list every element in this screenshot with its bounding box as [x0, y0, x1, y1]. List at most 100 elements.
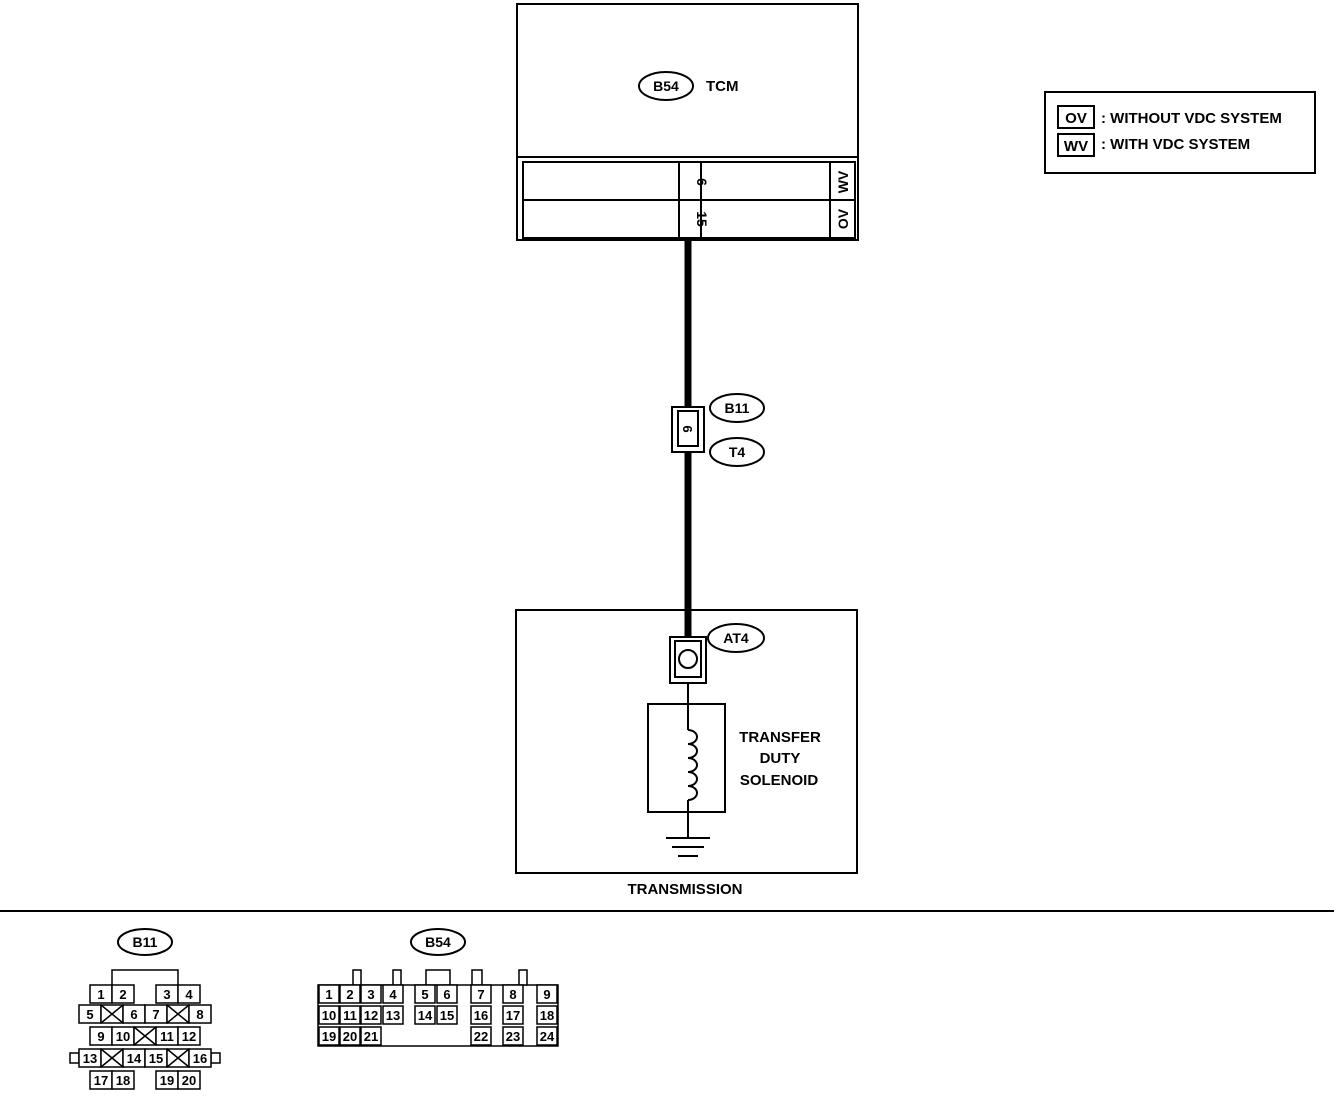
b54-pin-16-label: 16 [474, 1008, 488, 1023]
b11-pin-12 [177, 1026, 201, 1046]
b11-pin-2-label: 2 [119, 987, 126, 1002]
b54-pin-7-label: 7 [477, 987, 484, 1002]
b54-pin-15 [436, 1005, 458, 1025]
legend-ov-tag: OV [1065, 110, 1087, 127]
b11-pin-9-label: 9 [97, 1029, 104, 1044]
b54-pin-3-label: 3 [367, 987, 374, 1002]
b54-pin-12 [360, 1005, 382, 1025]
joint-connector-a-label: B11 [725, 400, 750, 416]
legend-ov-text: : WITHOUT VDC SYSTEM [1101, 110, 1282, 127]
b54-pin-18 [536, 1005, 558, 1025]
b54-pin-20-label: 20 [343, 1029, 357, 1044]
b54-pin-15-label: 15 [440, 1008, 454, 1023]
b54-pin-13 [382, 1005, 404, 1025]
solenoid-coil [687, 729, 698, 801]
b11-pin-20 [177, 1070, 201, 1090]
b54-pin-14 [414, 1005, 436, 1025]
b11-pin-15-label: 15 [149, 1051, 163, 1066]
b54-pin-8-label: 8 [509, 987, 516, 1002]
b54-pin-9-label: 9 [543, 987, 550, 1002]
solenoid-box [647, 703, 726, 813]
b11-pin-4 [177, 984, 201, 1004]
b11-pin-12-label: 12 [182, 1029, 196, 1044]
b54-pin-11 [339, 1005, 361, 1025]
b54-pin-9 [536, 984, 558, 1004]
b11-pin-4-label: 4 [185, 987, 193, 1002]
b11-pin-18 [111, 1070, 135, 1090]
tcm-connector-badge [638, 71, 694, 101]
b54-pin-4-label: 4 [389, 987, 397, 1002]
b11-pin-8 [188, 1004, 212, 1024]
b54-pin-2-label: 2 [346, 987, 353, 1002]
b11-pin-6-label: 6 [130, 1007, 137, 1022]
b11-pin-18-label: 18 [116, 1073, 130, 1088]
tcm-tag-wv: WV [835, 170, 851, 193]
b11-pin-8-label: 8 [196, 1007, 203, 1022]
tcm-pin-wv: 6 [694, 178, 710, 186]
b54-pin-2 [339, 984, 361, 1004]
b54-pin-23-label: 23 [506, 1029, 520, 1044]
b54-pin-10 [318, 1005, 340, 1025]
b54-pin-22 [470, 1026, 492, 1046]
b54-pin-16 [470, 1005, 492, 1025]
b11-pin-5-label: 5 [86, 1007, 93, 1022]
b54-pin-13-label: 13 [386, 1008, 400, 1023]
b54-pin-5 [414, 984, 436, 1004]
b54-pin-24 [536, 1026, 558, 1046]
tcm-name: TCM [706, 78, 739, 95]
b54-pin-24-label: 24 [540, 1029, 555, 1044]
b11-pin-1-label: 1 [97, 987, 104, 1002]
b11-pin-7-label: 7 [152, 1007, 159, 1022]
b54-pin-7 [470, 984, 492, 1004]
ground-symbol [666, 837, 710, 857]
b54-pin-21 [360, 1026, 382, 1046]
b54-pin-17-label: 17 [506, 1008, 520, 1023]
b54-pin-12-label: 12 [364, 1008, 378, 1023]
b11-pin-20-label: 20 [182, 1073, 196, 1088]
tcm-connector-label: B54 [653, 78, 679, 94]
b54-pin-6 [436, 984, 458, 1004]
b11-face-label: B11 [133, 934, 158, 950]
b54-face-label: B54 [425, 934, 451, 950]
b11-pin-10-label: 10 [116, 1029, 130, 1044]
solenoid-label-3: SOLENOID [740, 772, 819, 789]
tcm-box [516, 3, 859, 241]
legend-wv-text: : WITH VDC SYSTEM [1101, 136, 1250, 153]
b11-pin-3-label: 3 [163, 987, 170, 1002]
legend-box [1044, 91, 1316, 174]
b11-pin-16-label: 16 [193, 1051, 207, 1066]
b11-pin-11-label: 11 [160, 1029, 174, 1044]
b54-pin-6-label: 6 [443, 987, 450, 1002]
at4-connector-label: AT4 [723, 630, 749, 646]
b11-pin-14-label: 14 [127, 1051, 142, 1066]
solenoid-label-2: DUTY [760, 750, 801, 767]
b54-pin-17 [502, 1005, 524, 1025]
b54-pin-21-label: 21 [364, 1029, 378, 1044]
tcm-pin-ov: 15 [694, 211, 710, 227]
b54-pin-4 [382, 984, 404, 1004]
b54-pin-1 [318, 984, 340, 1004]
joint-pin: 6 [680, 425, 695, 432]
transmission-box [515, 609, 858, 874]
b11-pin-13-label: 13 [83, 1051, 97, 1066]
b54-pin-1-label: 1 [325, 987, 332, 1002]
b54-pin-3 [360, 984, 382, 1004]
transmission-label: TRANSMISSION [627, 881, 742, 898]
b11-pin-19-label: 19 [160, 1073, 174, 1088]
b54-pin-5-label: 5 [421, 987, 428, 1002]
b54-pin-23 [502, 1026, 524, 1046]
b11-pin-2 [111, 984, 135, 1004]
b54-pin-10-label: 10 [322, 1008, 336, 1023]
b54-pin-14-label: 14 [418, 1008, 433, 1023]
tcm-tag-ov: OV [835, 208, 851, 229]
solenoid-label-1: TRANSFER [739, 729, 821, 746]
b54-pin-19 [318, 1026, 340, 1046]
b54-pin-11-label: 11 [343, 1008, 357, 1023]
legend-wv-tag: WV [1064, 138, 1088, 155]
b54-pin-22-label: 22 [474, 1029, 488, 1044]
b11-pin-17-label: 17 [94, 1073, 108, 1088]
b54-pin-8 [502, 984, 524, 1004]
